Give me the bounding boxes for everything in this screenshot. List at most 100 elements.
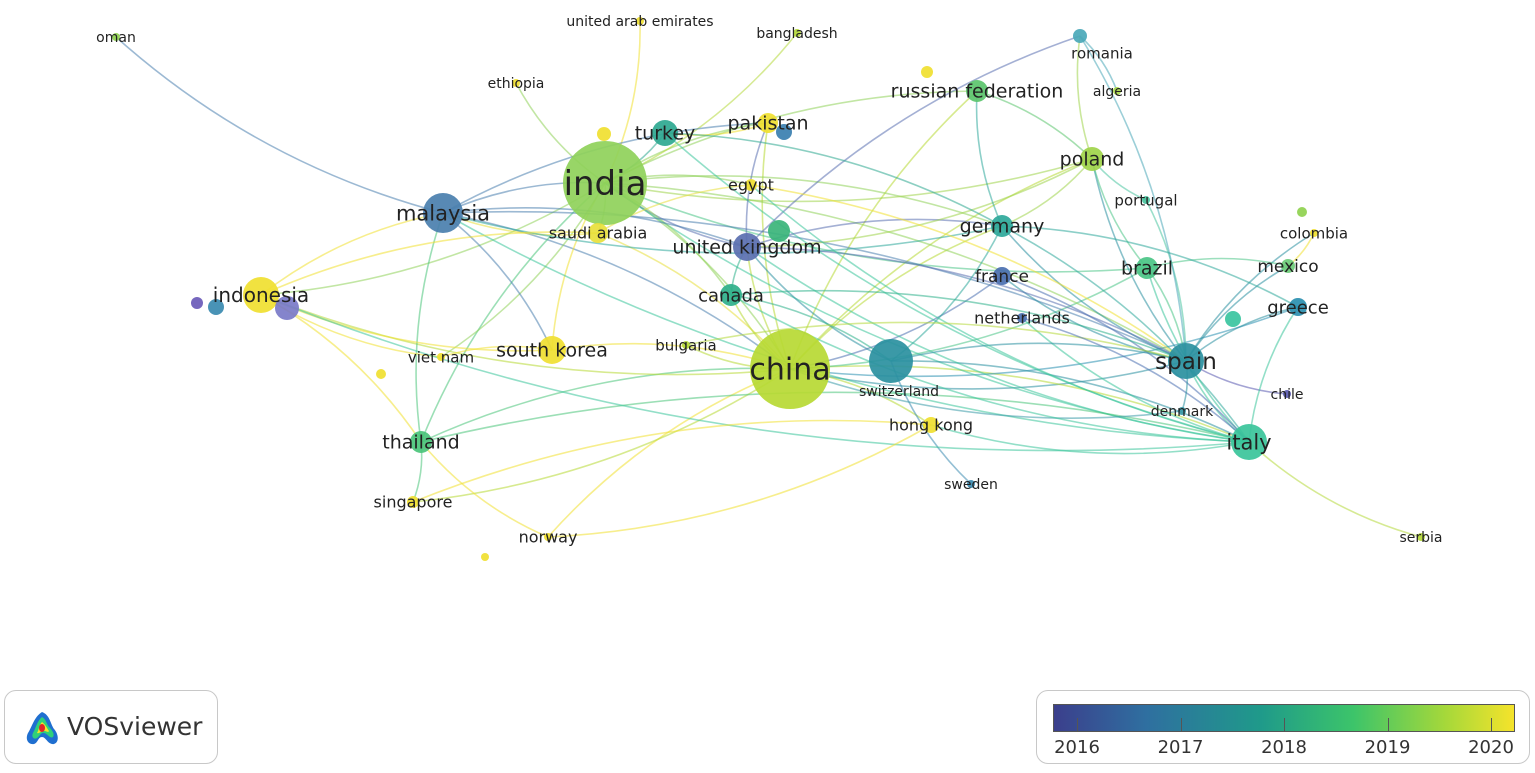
- node-n-extra2[interactable]: [921, 66, 933, 78]
- node-label-algeria[interactable]: algeria: [1093, 84, 1141, 100]
- node-norway[interactable]: [544, 533, 552, 541]
- node-n-extra4[interactable]: [191, 297, 203, 309]
- node-south-korea[interactable]: [538, 336, 566, 364]
- node-label-canada[interactable]: canada: [698, 285, 764, 306]
- node-label-france[interactable]: france: [975, 267, 1029, 287]
- node-denmark[interactable]: [1178, 407, 1186, 415]
- node-label-indonesia[interactable]: indonesia: [213, 283, 309, 307]
- node-mexico[interactable]: [1281, 259, 1295, 273]
- node-pakistan[interactable]: [758, 113, 778, 133]
- node-uae[interactable]: [636, 17, 644, 25]
- link-china-brazil: [789, 267, 1148, 370]
- node-n-extra7[interactable]: [481, 553, 489, 561]
- node-label-south-korea[interactable]: south korea: [496, 340, 608, 362]
- node-viet-nam[interactable]: [437, 353, 445, 361]
- node-label-mexico[interactable]: mexico: [1257, 257, 1318, 277]
- node-label-viet-nam[interactable]: viet nam: [408, 348, 474, 366]
- node-label-pakistan[interactable]: pakistan: [727, 113, 808, 135]
- node-greece[interactable]: [1289, 298, 1307, 316]
- node-label-oman[interactable]: oman: [96, 30, 136, 46]
- node-singapore[interactable]: [407, 496, 419, 508]
- node-bangladesh[interactable]: [793, 29, 801, 37]
- node-egypt[interactable]: [745, 179, 757, 191]
- node-label-china[interactable]: china: [749, 353, 830, 388]
- node-malaysia[interactable]: [423, 193, 463, 233]
- link-russian-federation-poland: [976, 90, 1093, 160]
- node-united-kingdom[interactable]: [733, 233, 761, 261]
- node-russian-federation[interactable]: [966, 80, 988, 102]
- node-n-extra8[interactable]: [1225, 311, 1241, 327]
- node-label-denmark[interactable]: denmark: [1151, 404, 1214, 420]
- node-n-extra6[interactable]: [376, 369, 386, 379]
- node-label-chile[interactable]: chile: [1271, 387, 1304, 403]
- node-label-india[interactable]: india: [564, 164, 647, 204]
- node-canada[interactable]: [720, 284, 742, 306]
- node-n-extra10[interactable]: [275, 296, 299, 320]
- node-hong-kong[interactable]: [923, 417, 939, 433]
- legend-year-label: 2018: [1261, 737, 1307, 758]
- node-thailand[interactable]: [410, 431, 432, 453]
- node-label-poland[interactable]: poland: [1060, 149, 1125, 171]
- node-label-norway[interactable]: norway: [519, 528, 578, 547]
- node-oman[interactable]: [112, 33, 120, 41]
- node-label-bulgaria[interactable]: bulgaria: [655, 336, 716, 354]
- node-label-serbia[interactable]: serbia: [1399, 530, 1442, 546]
- nodes-layer: [112, 17, 1425, 561]
- node-label-russian-federation[interactable]: russian federation: [891, 81, 1064, 103]
- node-label-turkey[interactable]: turkey: [635, 123, 696, 145]
- node-france[interactable]: [993, 267, 1011, 285]
- link-singapore-hong-kong: [412, 419, 932, 503]
- link-egypt-spain: [750, 184, 1187, 362]
- node-label-romania[interactable]: romania: [1071, 44, 1133, 62]
- node-label-saudi-arabia[interactable]: saudi arabia: [549, 224, 648, 243]
- node-label-malaysia[interactable]: malaysia: [396, 201, 490, 225]
- node-label-italy[interactable]: italy: [1226, 430, 1271, 454]
- node-saudi-arabia[interactable]: [588, 223, 608, 243]
- node-italy[interactable]: [1231, 424, 1267, 460]
- node-n-extra1[interactable]: [597, 127, 611, 141]
- node-label-hong-kong[interactable]: hong kong: [889, 416, 973, 435]
- node-label-germany[interactable]: germany: [960, 216, 1045, 238]
- node-label-portugal[interactable]: portugal: [1114, 191, 1177, 209]
- node-chile[interactable]: [1283, 390, 1291, 398]
- node-indonesia[interactable]: [243, 277, 279, 313]
- link-china-indonesia: [260, 294, 791, 376]
- node-algeria[interactable]: [1113, 87, 1121, 95]
- node-spain[interactable]: [1168, 343, 1204, 379]
- node-label-colombia[interactable]: colombia: [1280, 224, 1348, 242]
- node-n-extra9[interactable]: [776, 124, 792, 140]
- node-label-brazil[interactable]: brazil: [1121, 258, 1173, 280]
- node-label-singapore[interactable]: singapore: [374, 493, 453, 512]
- link-russian-federation-germany: [975, 90, 1003, 227]
- node-n-extra11[interactable]: [768, 220, 790, 242]
- link-united-kingdom-poland: [746, 158, 1093, 248]
- node-label-switzerland[interactable]: switzerland: [859, 384, 939, 400]
- node-serbia[interactable]: [1417, 533, 1425, 541]
- node-ethiopia[interactable]: [512, 79, 520, 87]
- node-romania[interactable]: [1073, 29, 1087, 43]
- node-germany[interactable]: [991, 215, 1013, 237]
- node-turkey[interactable]: [652, 120, 678, 146]
- node-n-extra3[interactable]: [1297, 207, 1307, 217]
- node-sweden[interactable]: [967, 480, 975, 488]
- node-brazil[interactable]: [1136, 257, 1158, 279]
- node-label-netherlands[interactable]: netherlands: [974, 309, 1070, 328]
- node-poland[interactable]: [1080, 147, 1104, 171]
- node-label-thailand[interactable]: thailand: [382, 432, 459, 454]
- node-label-uae[interactable]: united arab emirates: [566, 14, 713, 30]
- node-label-spain[interactable]: spain: [1155, 349, 1217, 375]
- node-bulgaria[interactable]: [682, 341, 690, 349]
- node-label-bangladesh[interactable]: bangladesh: [756, 26, 837, 42]
- node-n-extra5[interactable]: [208, 299, 224, 315]
- node-switzerland[interactable]: [869, 339, 913, 383]
- node-label-united-kingdom[interactable]: united kingdom: [672, 237, 821, 259]
- node-label-sweden[interactable]: sweden: [944, 477, 998, 493]
- node-label-egypt[interactable]: egypt: [728, 176, 774, 195]
- node-india[interactable]: [563, 141, 647, 225]
- node-portugal[interactable]: [1142, 196, 1150, 204]
- node-china[interactable]: [750, 329, 830, 409]
- node-label-greece[interactable]: greece: [1267, 297, 1329, 318]
- node-netherlands[interactable]: [1017, 313, 1027, 323]
- node-label-ethiopia[interactable]: ethiopia: [488, 76, 545, 92]
- node-colombia[interactable]: [1310, 229, 1318, 237]
